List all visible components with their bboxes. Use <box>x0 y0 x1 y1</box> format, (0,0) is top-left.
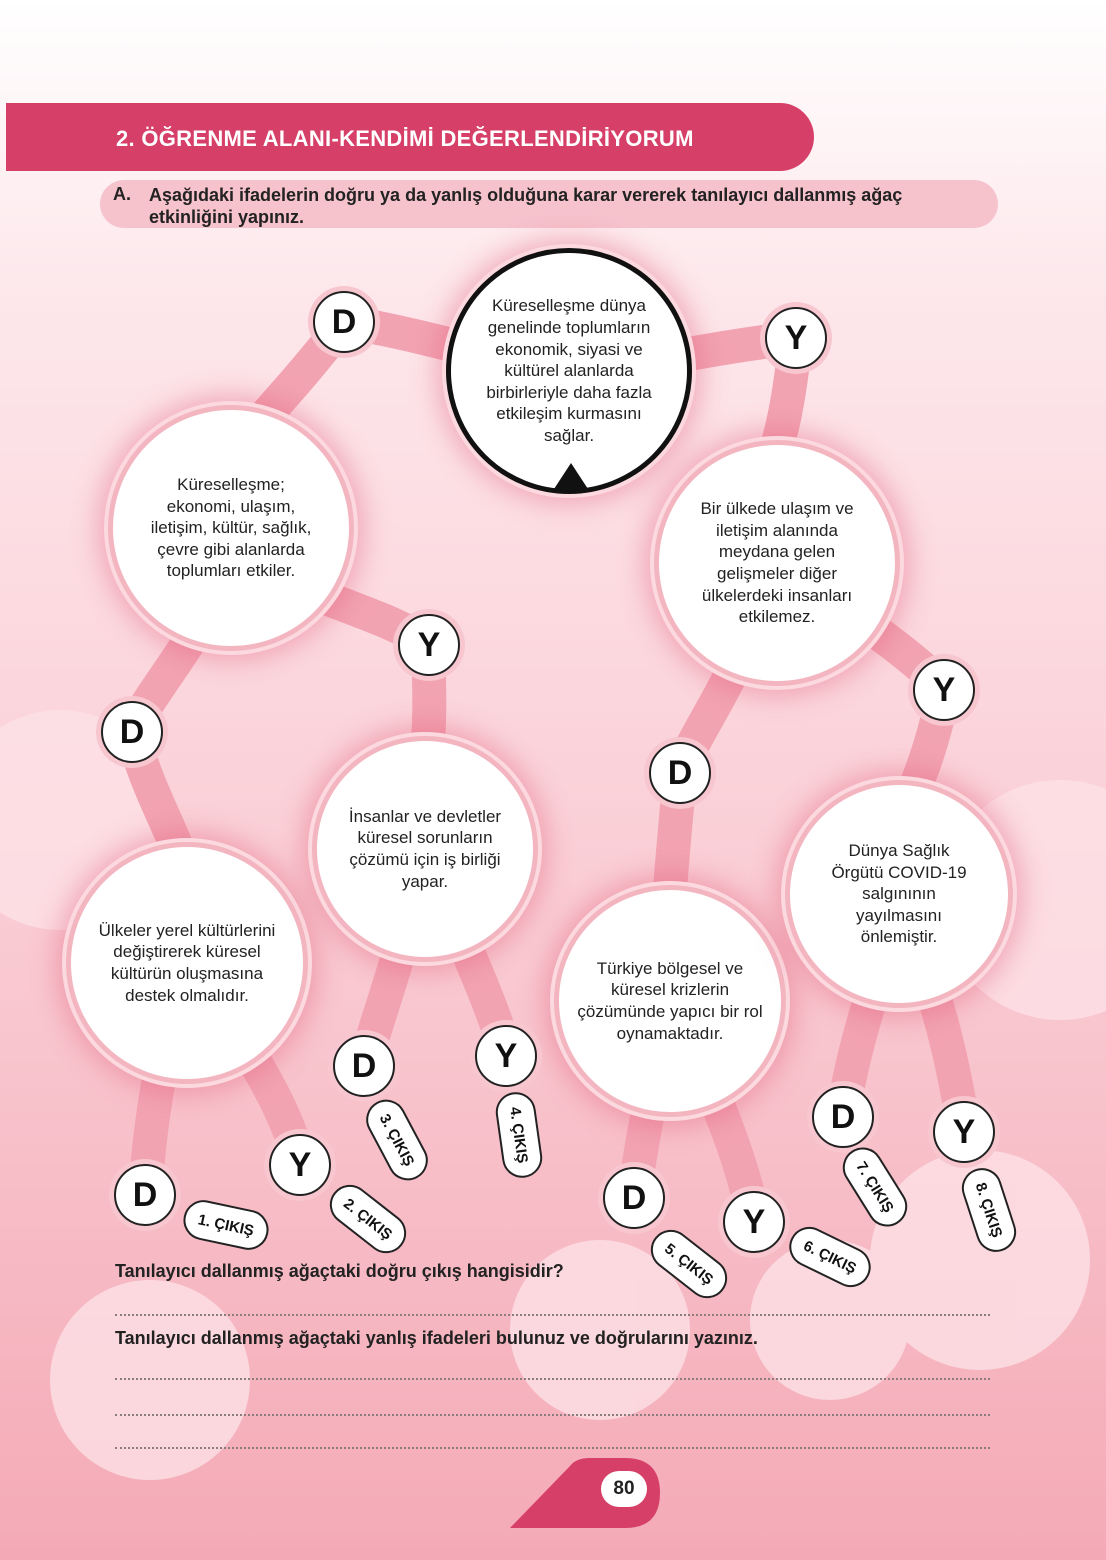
statement-left: Küreselleşme; ekonomi, ulaşım, iletişim,… <box>108 405 354 651</box>
true-badge: D <box>812 1086 874 1148</box>
statement-right-left-text: Türkiye bölgesel ve küresel krizlerin çö… <box>577 958 763 1043</box>
true-badge: D <box>333 1035 395 1097</box>
true-badge: D <box>603 1167 665 1229</box>
question-1: Tanılayıcı dallanmış ağaçtaki doğru çıkı… <box>115 1261 564 1281</box>
statement-root: Küreselleşme dünya genelinde toplumların… <box>446 248 692 494</box>
true-badge: D <box>649 742 711 804</box>
statement-left-right-text: İnsanlar ve devletler küresel sorunların… <box>348 806 502 891</box>
false-badge: Y <box>398 614 460 676</box>
answer-line-2[interactable] <box>115 1378 990 1380</box>
answer-line-1[interactable] <box>115 1314 990 1316</box>
root-pointer-icon <box>554 463 588 489</box>
false-badge: Y <box>765 307 827 369</box>
instruction-background <box>100 180 998 228</box>
statement-right-left: Türkiye bölgesel ve küresel krizlerin çö… <box>554 885 786 1117</box>
false-badge: Y <box>475 1025 537 1087</box>
statement-right-right-text: Dünya Sağlık Örgütü COVID-19 salgınının … <box>831 841 967 947</box>
statement-right: Bir ülkede ulaşım ve iletişim alanında m… <box>654 440 900 686</box>
false-badge: Y <box>933 1101 995 1163</box>
statement-right-right: Dünya Sağlık Örgütü COVID-19 salgınının … <box>785 780 1013 1008</box>
statement-left-left: Ülkeler yerel kültürlerini değiştirerek … <box>66 842 308 1084</box>
false-badge: Y <box>269 1134 331 1196</box>
question-2: Tanılayıcı dallanmış ağaçtaki yanlış ifa… <box>115 1328 758 1348</box>
statement-root-text: Küreselleşme dünya genelinde toplumların… <box>486 296 652 445</box>
true-badge: D <box>101 701 163 763</box>
answer-line-3[interactable] <box>115 1414 990 1416</box>
true-badge: D <box>313 291 375 353</box>
header-bar <box>6 103 814 171</box>
statement-left-text: Küreselleşme; ekonomi, ulaşım, iletişim,… <box>150 475 312 581</box>
page-title: 2. ÖĞRENME ALANI-KENDİMİ DEĞERLENDİRİYOR… <box>116 126 694 151</box>
page-number: 80 <box>601 1471 647 1507</box>
false-badge: Y <box>913 659 975 721</box>
instruction-text: Aşağıdaki ifadelerin doğru ya da yanlış … <box>149 185 903 227</box>
statement-left-left-text: Ülkeler yerel kültürlerini değiştirerek … <box>98 920 276 1005</box>
instruction-letter: A. <box>113 184 131 204</box>
true-badge: D <box>114 1164 176 1226</box>
false-badge: Y <box>723 1191 785 1253</box>
answer-line-4[interactable] <box>115 1447 990 1449</box>
statement-right-text: Bir ülkede ulaşım ve iletişim alanında m… <box>700 499 854 627</box>
statement-left-right: İnsanlar ve devletler küresel sorunların… <box>312 736 538 962</box>
